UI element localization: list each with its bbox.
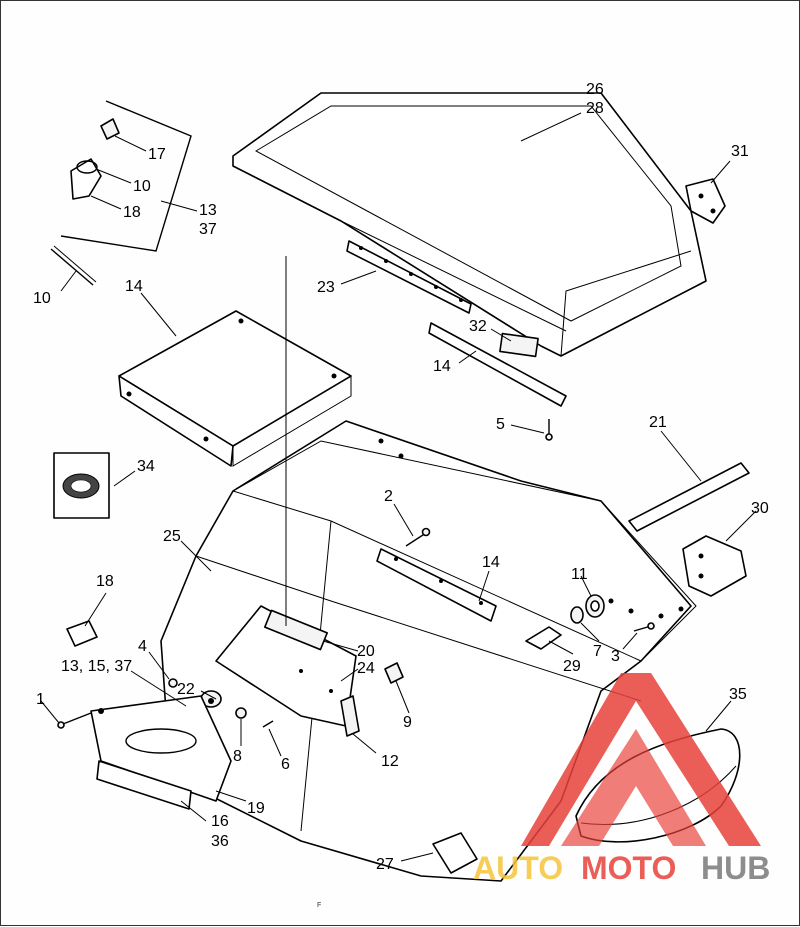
strap-part-middle	[376, 548, 497, 622]
washer-part	[570, 606, 584, 624]
callout-23: 23	[317, 279, 335, 296]
clip-part	[432, 832, 478, 874]
fastener-part	[525, 626, 562, 650]
callout-17: 17	[148, 146, 166, 163]
callout-8: 8	[233, 748, 242, 765]
callout-18: 18	[123, 204, 141, 221]
callout-32: 32	[469, 318, 487, 335]
callout-10-tie: 10	[33, 290, 51, 307]
callout-22: 22	[177, 681, 195, 698]
side-hinge-part	[682, 535, 747, 597]
logo-auto: AUTO	[473, 850, 563, 886]
lid-part	[232, 92, 707, 357]
callout-30: 30	[751, 500, 769, 517]
seal-strip-part	[628, 462, 750, 532]
emblem-box-part	[53, 452, 110, 519]
lock-housing-part	[66, 620, 98, 647]
callout-20: 20	[357, 643, 375, 660]
callout-5: 5	[496, 416, 505, 433]
lock-cylinder-part	[70, 118, 120, 200]
callout-18-housing: 18	[96, 573, 114, 590]
callout-12: 12	[381, 753, 399, 770]
strap-part-upper	[428, 322, 567, 407]
hinge-strip-part	[346, 240, 472, 314]
callout-3: 3	[611, 648, 620, 665]
callout-19: 19	[247, 800, 265, 817]
callout-27: 27	[376, 856, 394, 873]
callout-28: 28	[586, 100, 604, 117]
logo-hub: HUB	[701, 850, 770, 886]
callout-9: 9	[403, 714, 412, 731]
callout-26: 26	[586, 81, 604, 98]
footer-mark: F	[317, 902, 321, 909]
latch-handle-part	[90, 695, 232, 802]
callout-7: 7	[593, 643, 602, 660]
callout-31: 31	[731, 143, 749, 160]
callout-6: 6	[281, 756, 290, 773]
warning-label-part	[96, 760, 192, 810]
callout-34: 34	[137, 458, 155, 475]
callout-35: 35	[729, 686, 747, 703]
logo-moto: MOTO	[581, 850, 676, 886]
callout-29: 29	[563, 658, 581, 675]
grommet-part	[585, 594, 605, 618]
callout-36: 36	[211, 833, 229, 850]
leader-lines	[40, 112, 757, 862]
hinge-bracket-part	[685, 178, 726, 224]
cable-tie-part	[50, 245, 97, 286]
callout-37: 37	[199, 221, 217, 238]
callout-13-15-37: 13, 15, 37	[61, 658, 132, 675]
callout-1: 1	[36, 691, 45, 708]
callout-11: 11	[571, 566, 588, 583]
callout-10: 10	[133, 178, 151, 195]
callout-16: 16	[211, 813, 229, 830]
callout-14-strip: 14	[433, 358, 451, 375]
callout-13: 13	[199, 202, 217, 219]
small-screw-part	[633, 622, 655, 632]
callout-14-liner: 14	[125, 278, 143, 295]
callout-14-middle: 14	[482, 554, 500, 571]
liner-part	[118, 310, 352, 467]
screw-part	[545, 419, 553, 441]
callout-labels: 26 28 31 17 10 18 13 37 10 14 23 32 14 5…	[33, 81, 769, 873]
screw-parts	[57, 662, 404, 729]
callout-4: 4	[138, 638, 147, 655]
automotohub-logo: AUTO MOTO HUB	[473, 673, 770, 886]
callout-2: 2	[384, 488, 393, 505]
long-screw-part	[405, 527, 431, 547]
latch-assembly-part	[215, 605, 360, 737]
callout-25: 25	[163, 528, 181, 545]
callout-21: 21	[649, 414, 667, 431]
lock-group-bracket	[60, 100, 192, 252]
callout-24: 24	[357, 660, 375, 677]
